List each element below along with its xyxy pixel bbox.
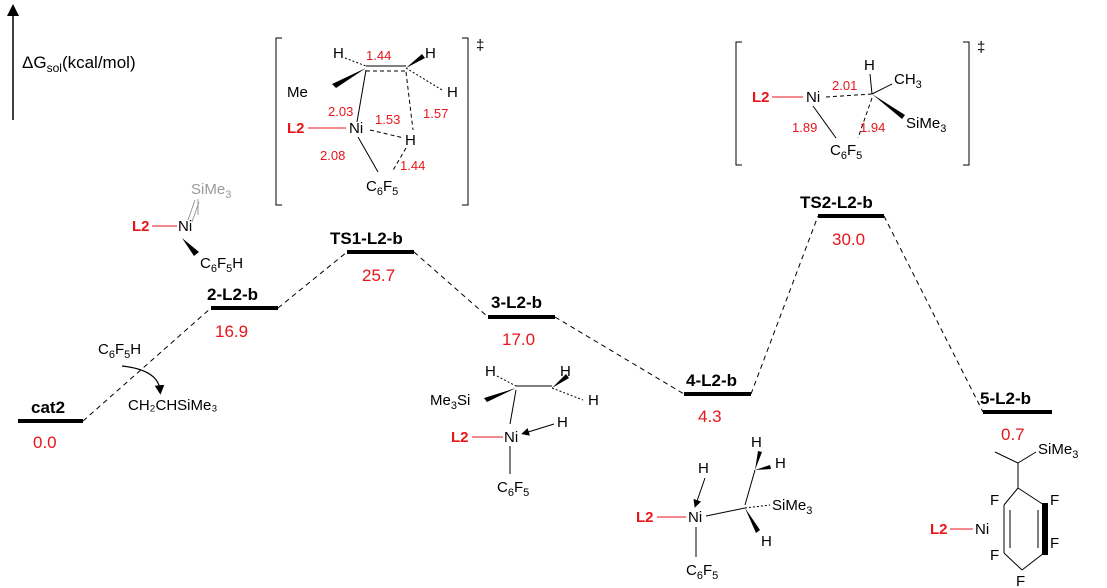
structure-TS2-L2-b: ‡ L2 Ni 2.01 H CH3 SiMe3 1.89 1.94 C6F5 <box>735 39 985 166</box>
svg-text:Ni: Ni <box>975 521 989 538</box>
energy-levels <box>18 214 1052 423</box>
svg-text:L2: L2 <box>930 521 948 538</box>
svg-text:C6F5H: C6F5H <box>200 255 243 275</box>
svg-text:Ni: Ni <box>349 120 363 137</box>
svg-text:SiMe3: SiMe3 <box>191 181 231 201</box>
svg-text:F: F <box>1050 492 1059 509</box>
label-3-L2-b: 3-L2-b <box>491 293 542 312</box>
svg-text:2.08: 2.08 <box>320 148 345 163</box>
svg-text:H: H <box>775 455 786 472</box>
svg-text:L2: L2 <box>287 120 305 137</box>
svg-text:C6F5: C6F5 <box>497 479 529 499</box>
svg-text:Ni: Ni <box>504 429 518 446</box>
energy-2-L2-b: 16.9 <box>215 322 248 341</box>
structure-4-L2-b: H H H L2 Ni SiMe3 H C6F5 <box>636 434 812 582</box>
svg-text:H: H <box>588 392 599 409</box>
connectors <box>82 215 984 422</box>
svg-text:Ni: Ni <box>806 89 820 106</box>
svg-text:H: H <box>425 45 436 62</box>
released-alkene: CH₂CHSiMe₃ <box>128 397 217 414</box>
svg-text:CH3: CH3 <box>894 71 922 91</box>
svg-text:H: H <box>751 434 762 451</box>
svg-text:C6F5H: C6F5H <box>98 341 141 361</box>
reagent-annotation: C6F5H CH₂CHSiMe₃ <box>98 341 217 414</box>
ts2-dagger: ‡ <box>977 39 985 56</box>
svg-text:F: F <box>990 492 999 509</box>
structure-TS1-L2-b: ‡ H H H Me 1.44 2.03 1.57 L2 Ni 1.53 H 2… <box>275 37 484 206</box>
svg-text:H: H <box>864 57 875 74</box>
axis-label: ΔGsol(kcal/mol) <box>22 53 136 75</box>
label-4-L2-b: 4-L2-b <box>686 371 737 390</box>
svg-text:1.94: 1.94 <box>860 120 885 135</box>
energy-5-L2-b: 0.7 <box>1001 425 1025 444</box>
energy-4-L2-b: 4.3 <box>698 407 722 426</box>
label-5-L2-b: 5-L2-b <box>980 389 1031 408</box>
svg-text:F: F <box>1050 535 1059 552</box>
label-2-L2-b: 2-L2-b <box>207 285 258 304</box>
label-TS2-L2-b: TS2-L2-b <box>800 193 873 212</box>
svg-text:Me: Me <box>287 84 308 101</box>
svg-text:C6F5: C6F5 <box>366 178 398 198</box>
svg-text:F: F <box>990 547 999 564</box>
label-cat2: cat2 <box>31 398 65 417</box>
energy-TS1-L2-b: 25.7 <box>362 266 395 285</box>
svg-text:H: H <box>761 533 772 550</box>
svg-text:Ni: Ni <box>688 509 702 526</box>
curved-arrow <box>121 365 165 395</box>
ts1-dagger: ‡ <box>476 37 484 54</box>
svg-text:SiMe3: SiMe3 <box>772 497 812 517</box>
svg-text:SiMe3: SiMe3 <box>1038 441 1078 461</box>
structure-5-L2-b: SiMe3 L2 Ni F F F F F <box>930 441 1078 588</box>
svg-text:H: H <box>698 460 709 477</box>
svg-text:H: H <box>405 132 416 149</box>
structure-2-L2-b: SiMe3 L2 Ni C6F5H <box>132 181 243 275</box>
svg-text:L2: L2 <box>636 509 654 526</box>
svg-text:L2: L2 <box>132 218 150 235</box>
svg-text:1.53: 1.53 <box>375 112 400 127</box>
energy-TS2-L2-b: 30.0 <box>832 230 865 249</box>
svg-text:C6F5: C6F5 <box>686 562 718 582</box>
pentafluorophenyl-ring <box>1003 487 1045 571</box>
svg-text:2.03: 2.03 <box>328 104 353 119</box>
label-TS1-L2-b: TS1-L2-b <box>330 229 403 248</box>
svg-text:1.44: 1.44 <box>366 48 391 63</box>
svg-text:H: H <box>447 84 458 101</box>
svg-text:Me3Si: Me3Si <box>430 392 470 412</box>
svg-text:H: H <box>557 414 568 431</box>
svg-text:SiMe3: SiMe3 <box>906 115 946 135</box>
svg-text:L2: L2 <box>451 429 469 446</box>
svg-text:1.89: 1.89 <box>792 120 817 135</box>
structure-3-L2-b: H H H Me3Si L2 Ni H C6F5 <box>430 363 599 499</box>
svg-text:H: H <box>485 363 496 380</box>
svg-text:2.01: 2.01 <box>832 78 857 93</box>
svg-text:C6F5: C6F5 <box>830 142 862 162</box>
svg-text:1.44: 1.44 <box>400 158 425 173</box>
svg-text:L2: L2 <box>752 89 770 106</box>
energy-cat2: 0.0 <box>33 433 57 452</box>
svg-text:F: F <box>1016 573 1025 588</box>
svg-text:1.57: 1.57 <box>423 106 448 121</box>
energy-3-L2-b: 17.0 <box>502 330 535 349</box>
svg-text:H: H <box>333 45 344 62</box>
svg-text:H: H <box>560 363 571 380</box>
svg-text:Ni: Ni <box>178 218 192 235</box>
